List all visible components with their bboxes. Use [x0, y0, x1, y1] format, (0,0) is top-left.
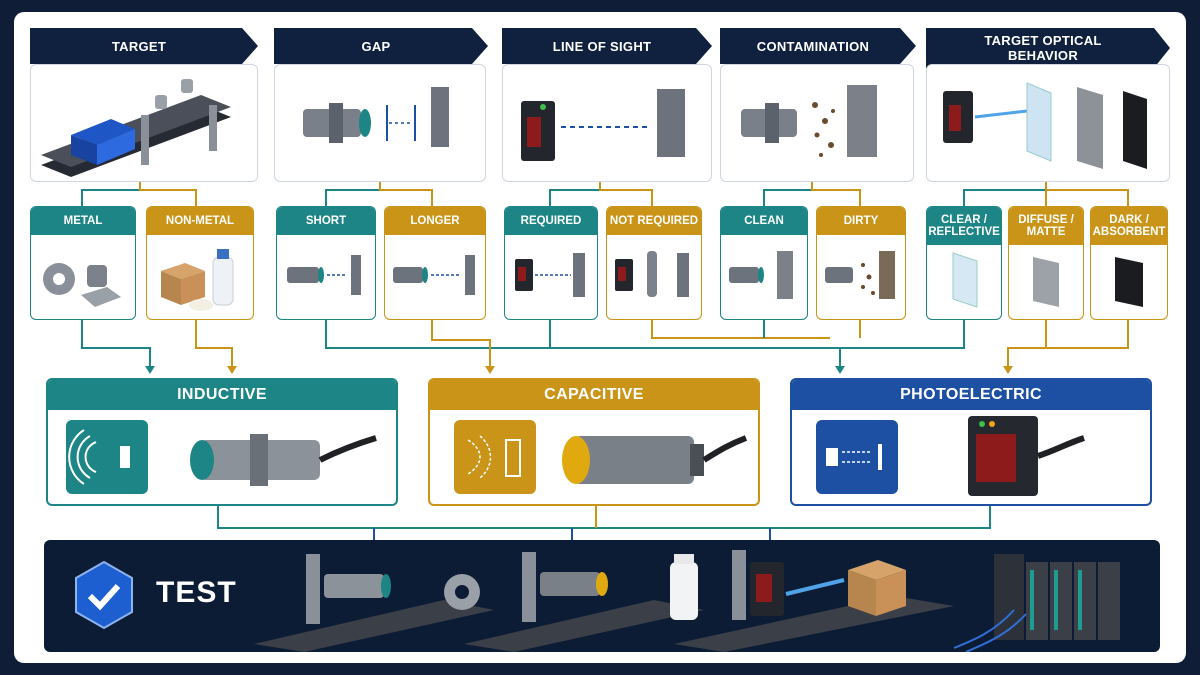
- option-dirty-label: DIRTY: [817, 207, 905, 235]
- target-card: [30, 64, 258, 182]
- checkmark-shield-icon: [75, 560, 133, 630]
- sensor-capacitive-title: CAPACITIVE: [430, 380, 758, 410]
- option-diffuse-matte-label: DIFFUSE / MATTE: [1009, 207, 1083, 245]
- option-short-label: SHORT: [277, 207, 375, 235]
- test-section: TEST: [44, 540, 1160, 652]
- header-optical-label: TARGET OPTICAL BEHAVIOR: [984, 33, 1102, 63]
- non-metal-items-icon: [161, 249, 234, 311]
- line-of-sight-required-icon: [515, 253, 585, 297]
- dark-panel-icon: [1115, 257, 1143, 307]
- sensor-photoelectric-title: PHOTOELECTRIC: [792, 380, 1150, 410]
- option-clean-label: CLEAN: [721, 207, 807, 235]
- gap-card: [274, 64, 486, 182]
- test-setup-illustration: [254, 550, 1120, 652]
- metal-parts-icon: [43, 263, 121, 307]
- option-metal[interactable]: METAL: [30, 206, 136, 320]
- longer-gap-icon: [393, 255, 475, 295]
- photoelectric-sensor-image: [968, 416, 1085, 496]
- clean-icon: [729, 251, 793, 299]
- capacitive-field-icon: [454, 420, 536, 494]
- option-not-required-label: NOT REQUIRED: [607, 207, 701, 235]
- optical-illustration: [943, 82, 1147, 169]
- line-of-sight-not-required-icon: [615, 251, 689, 297]
- line-of-sight-illustration: [521, 89, 685, 161]
- option-required[interactable]: REQUIRED: [504, 206, 598, 320]
- option-non-metal-label: NON-METAL: [147, 207, 253, 235]
- option-required-label: REQUIRED: [505, 207, 597, 235]
- header-line-of-sight-label: LINE OF SIGHT: [552, 38, 652, 54]
- photoelectric-beam-icon: [816, 420, 898, 494]
- header-gap-label: GAP: [361, 38, 391, 54]
- option-short[interactable]: SHORT: [276, 206, 376, 320]
- header-contamination: CONTAMINATION: [720, 28, 916, 64]
- header-gap: GAP: [274, 28, 488, 64]
- option-dirty[interactable]: DIRTY: [816, 206, 906, 320]
- option-not-required[interactable]: NOT REQUIRED: [606, 206, 702, 320]
- sensor-inductive-title: INDUCTIVE: [48, 380, 396, 410]
- test-label: TEST: [156, 576, 237, 609]
- capacitive-sensor-image: [562, 435, 748, 484]
- header-target-optical-behavior: TARGET OPTICAL BEHAVIOR: [926, 28, 1170, 68]
- header-line-of-sight: LINE OF SIGHT: [502, 28, 712, 64]
- gap-illustration: [303, 87, 449, 147]
- option-longer-label: LONGER: [385, 207, 485, 235]
- glass-panel-icon: [952, 252, 978, 308]
- matte-panel-icon: [1033, 257, 1059, 307]
- inductive-sensor-image: [190, 434, 377, 486]
- optical-card: [926, 64, 1170, 182]
- option-dark-absorbent[interactable]: DARK / ABSORBENT: [1090, 206, 1168, 320]
- header-contamination-label: CONTAMINATION: [756, 38, 870, 54]
- line-of-sight-card: [502, 64, 712, 182]
- option-clear-reflective[interactable]: CLEAR / REFLECTIVE: [926, 206, 1002, 320]
- short-gap-icon: [287, 255, 361, 295]
- option-clean[interactable]: CLEAN: [720, 206, 808, 320]
- header-target: TARGET: [30, 28, 258, 64]
- dirty-icon: [825, 251, 895, 299]
- option-clear-reflective-label: CLEAR / REFLECTIVE: [927, 207, 1001, 245]
- contamination-illustration: [741, 85, 877, 157]
- option-metal-label: METAL: [31, 207, 135, 235]
- option-diffuse-matte[interactable]: DIFFUSE / MATTE: [1008, 206, 1084, 320]
- option-dark-absorbent-label: DARK / ABSORBENT: [1091, 207, 1167, 245]
- option-non-metal[interactable]: NON-METAL: [146, 206, 254, 320]
- conveyor-illustration: [41, 79, 231, 177]
- header-target-label: TARGET: [111, 38, 167, 54]
- contamination-card: [720, 64, 914, 182]
- option-longer[interactable]: LONGER: [384, 206, 486, 320]
- inductive-field-icon: [66, 420, 148, 494]
